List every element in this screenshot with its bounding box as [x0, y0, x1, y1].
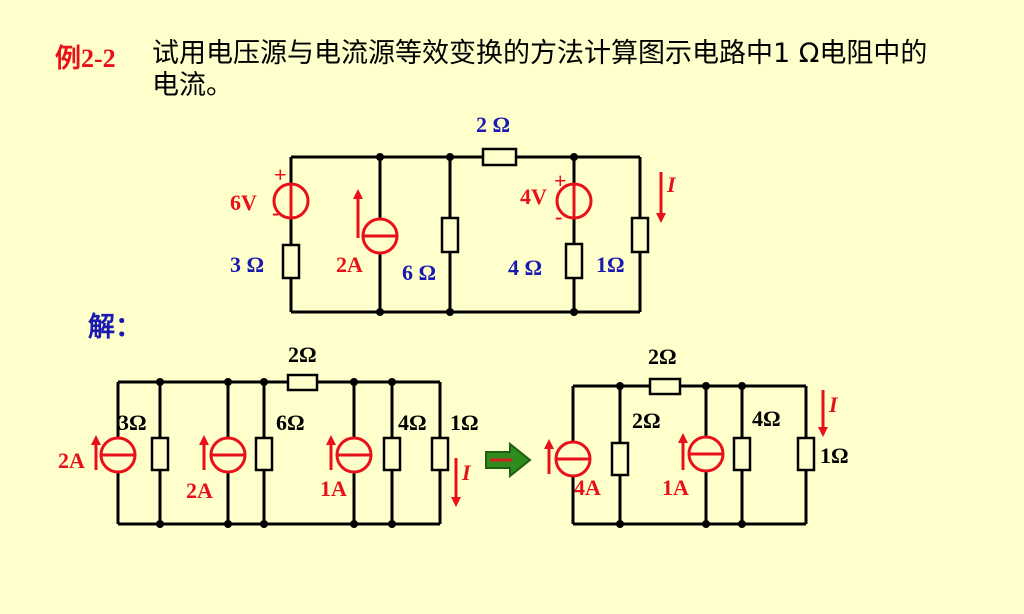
label-2a-c2-2: 2A: [186, 478, 213, 503]
resistor-1ohm: [630, 216, 650, 254]
label-4ohm-c2: 4Ω: [398, 410, 427, 435]
resistor-6ohm: [440, 216, 460, 254]
resistor-4ohm-c3: [732, 436, 752, 472]
junction-dots-c2: [156, 378, 396, 528]
current-source-1a-c2: [335, 436, 373, 474]
solution-label: 解：: [88, 312, 142, 343]
resistor-2ohm-top-c2: [286, 373, 319, 392]
junction-dots-c3: [616, 382, 746, 528]
voltage-source-6v: [272, 182, 310, 220]
plus-4v: +: [554, 168, 567, 193]
label-2a: 2A: [336, 252, 363, 277]
transform-arrow-icon: [485, 441, 532, 479]
current-source-1a-c3: [687, 435, 725, 473]
label-4a-c3: 4A: [574, 475, 601, 500]
resistor-4ohm-c2: [382, 436, 402, 472]
label-6ohm-c2: 6Ω: [276, 410, 305, 435]
label-current-i-c3: I: [828, 392, 839, 417]
resistor-1ohm-c2: [430, 436, 450, 472]
problem-statement: 试用电压源与电流源等效变换的方法计算图示电路中1 Ω电阻中的电流。: [152, 38, 928, 102]
label-2ohm-c3: 2Ω: [632, 408, 661, 433]
label-1a-c2: 1A: [320, 476, 347, 501]
label-6ohm: 6 Ω: [402, 260, 436, 285]
current-source-2a: [361, 217, 399, 255]
resistor-4ohm: [564, 242, 584, 280]
label-2a-c2-1: 2A: [58, 448, 85, 473]
label-current-i: I: [666, 172, 677, 197]
current-source-2a-c2-2: [209, 436, 247, 474]
label-4v: 4V: [520, 184, 547, 209]
minus-6v: -: [272, 200, 279, 225]
label-1ohm-c3: 1Ω: [820, 443, 849, 468]
plus-6v: +: [274, 162, 287, 187]
minus-4v: -: [555, 204, 562, 229]
label-3ohm-c2: 3Ω: [118, 410, 147, 435]
current-source-4a-c3: [554, 440, 592, 478]
junction-dots: [376, 153, 578, 316]
label-1ohm-c2: 1Ω: [450, 410, 479, 435]
circuit-1: 2 Ω + - 6V 3 Ω 2A 6 Ω: [230, 112, 677, 316]
label-4ohm-c3: 4Ω: [752, 406, 781, 431]
label-3ohm: 3 Ω: [230, 252, 264, 277]
label-2ohm-top-c2: 2Ω: [288, 342, 317, 367]
current-source-2a-c2-1: [99, 436, 137, 474]
label-current-i-c2: I: [461, 460, 472, 485]
label-4ohm: 4 Ω: [508, 255, 542, 280]
resistor-1ohm-c3: [796, 436, 816, 472]
circuit-2: 2Ω 2A 3Ω 2A 6Ω 1A 4Ω: [58, 342, 479, 528]
resistor-2ohm-c3: [610, 441, 630, 477]
resistor-3ohm-c2: [150, 436, 170, 472]
problem-number: 例2-2: [55, 44, 116, 73]
voltage-source-4v: [555, 182, 593, 220]
label-2ohm-top: 2 Ω: [476, 112, 510, 137]
resistor-2ohm-top: [481, 147, 518, 167]
resistor-3ohm: [281, 243, 301, 280]
label-1ohm: 1Ω: [596, 252, 625, 277]
label-2ohm-top-c3: 2Ω: [648, 344, 677, 369]
circuit-3: 2Ω 4A 2Ω 1A 4Ω 1Ω I: [544, 344, 849, 528]
label-1a-c3: 1A: [662, 475, 689, 500]
label-6v: 6V: [230, 190, 257, 215]
resistor-6ohm-c2: [254, 436, 274, 472]
resistor-2ohm-top-c3: [648, 377, 682, 396]
